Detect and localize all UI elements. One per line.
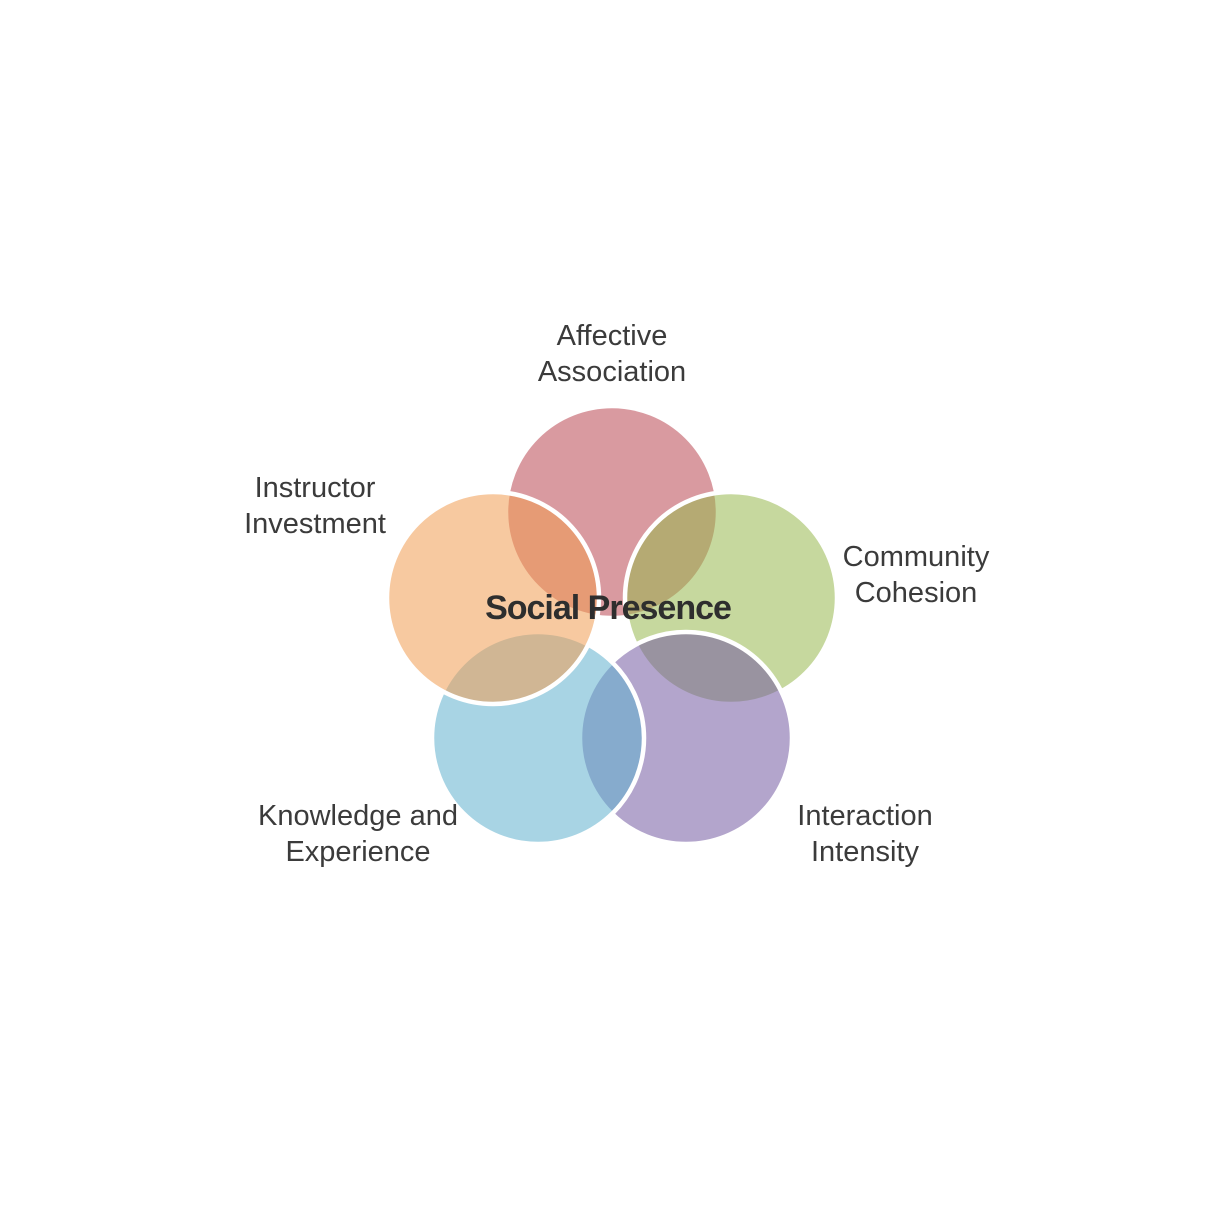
label-instructor-investment: Instructor Investment	[244, 472, 386, 540]
label-affective-association: Affective Association	[537, 320, 687, 388]
label-interaction-intensity: Interaction Intensity	[797, 800, 933, 868]
instructor-investment-circle	[384, 489, 602, 707]
center-label-social-presence: Social Presence	[485, 589, 732, 627]
label-community-cohesion: Community Cohesion	[842, 541, 990, 609]
label-knowledge-experience: Knowledge and Experience	[258, 800, 458, 868]
